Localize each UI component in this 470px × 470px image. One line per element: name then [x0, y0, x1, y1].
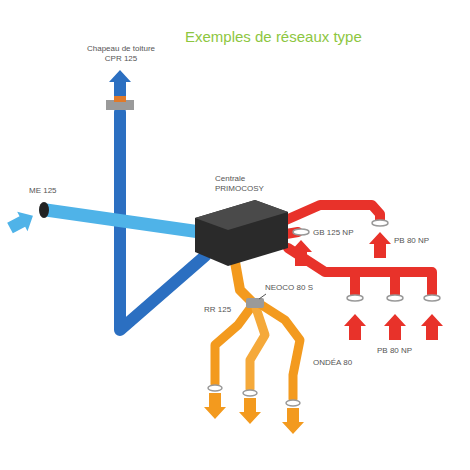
part-label: GB 125 NP: [312, 228, 354, 238]
exhaust-arrow: [109, 70, 131, 96]
roof-cap-top: [114, 96, 126, 102]
supply-arrow: [384, 314, 406, 340]
central-unit: [195, 200, 288, 266]
part-label: ONDÉA 80: [312, 358, 353, 368]
extract-arrow: [282, 408, 304, 434]
extract-arrow: [204, 393, 226, 419]
supply-terminal: [424, 295, 440, 301]
part-label: PB 80 NP: [376, 346, 413, 356]
part-label: Chapeau de toiture CPR 125: [78, 44, 164, 64]
supply-terminal: [347, 295, 363, 301]
extract-arrow: [239, 398, 261, 424]
part-label: Centrale PRIMOCOSY: [214, 174, 272, 194]
supply-terminal: [293, 229, 309, 235]
intake-grille: [39, 202, 49, 218]
extract-terminal: [286, 400, 300, 406]
central-unit-top: [195, 200, 288, 230]
part-label: PB 80 NP: [393, 236, 430, 246]
supply-duct: [390, 272, 400, 294]
supply-duct: [286, 205, 380, 220]
supply-arrow: [421, 314, 443, 340]
supply-arrow: [369, 232, 391, 258]
extract-duct: [235, 262, 252, 302]
extract-terminal: [208, 385, 222, 391]
part-label: NEOCO 80 S: [264, 283, 314, 293]
manifold: [246, 298, 264, 308]
part-label: ME 125: [28, 186, 58, 196]
supply-terminal: [372, 220, 388, 226]
intake-arrow: [5, 206, 38, 238]
diagram-title: Exemples de réseaux type: [185, 28, 362, 45]
leader-line: [259, 294, 266, 299]
supply-arrow: [290, 240, 312, 266]
supply-arrow: [344, 314, 366, 340]
part-label: RR 125: [203, 305, 232, 315]
extract-duct: [260, 304, 300, 399]
supply-duct: [350, 272, 360, 294]
extract-duct: [250, 308, 265, 389]
intake-duct: [46, 210, 200, 232]
extract-terminal: [243, 390, 257, 396]
supply-terminal: [387, 295, 403, 301]
